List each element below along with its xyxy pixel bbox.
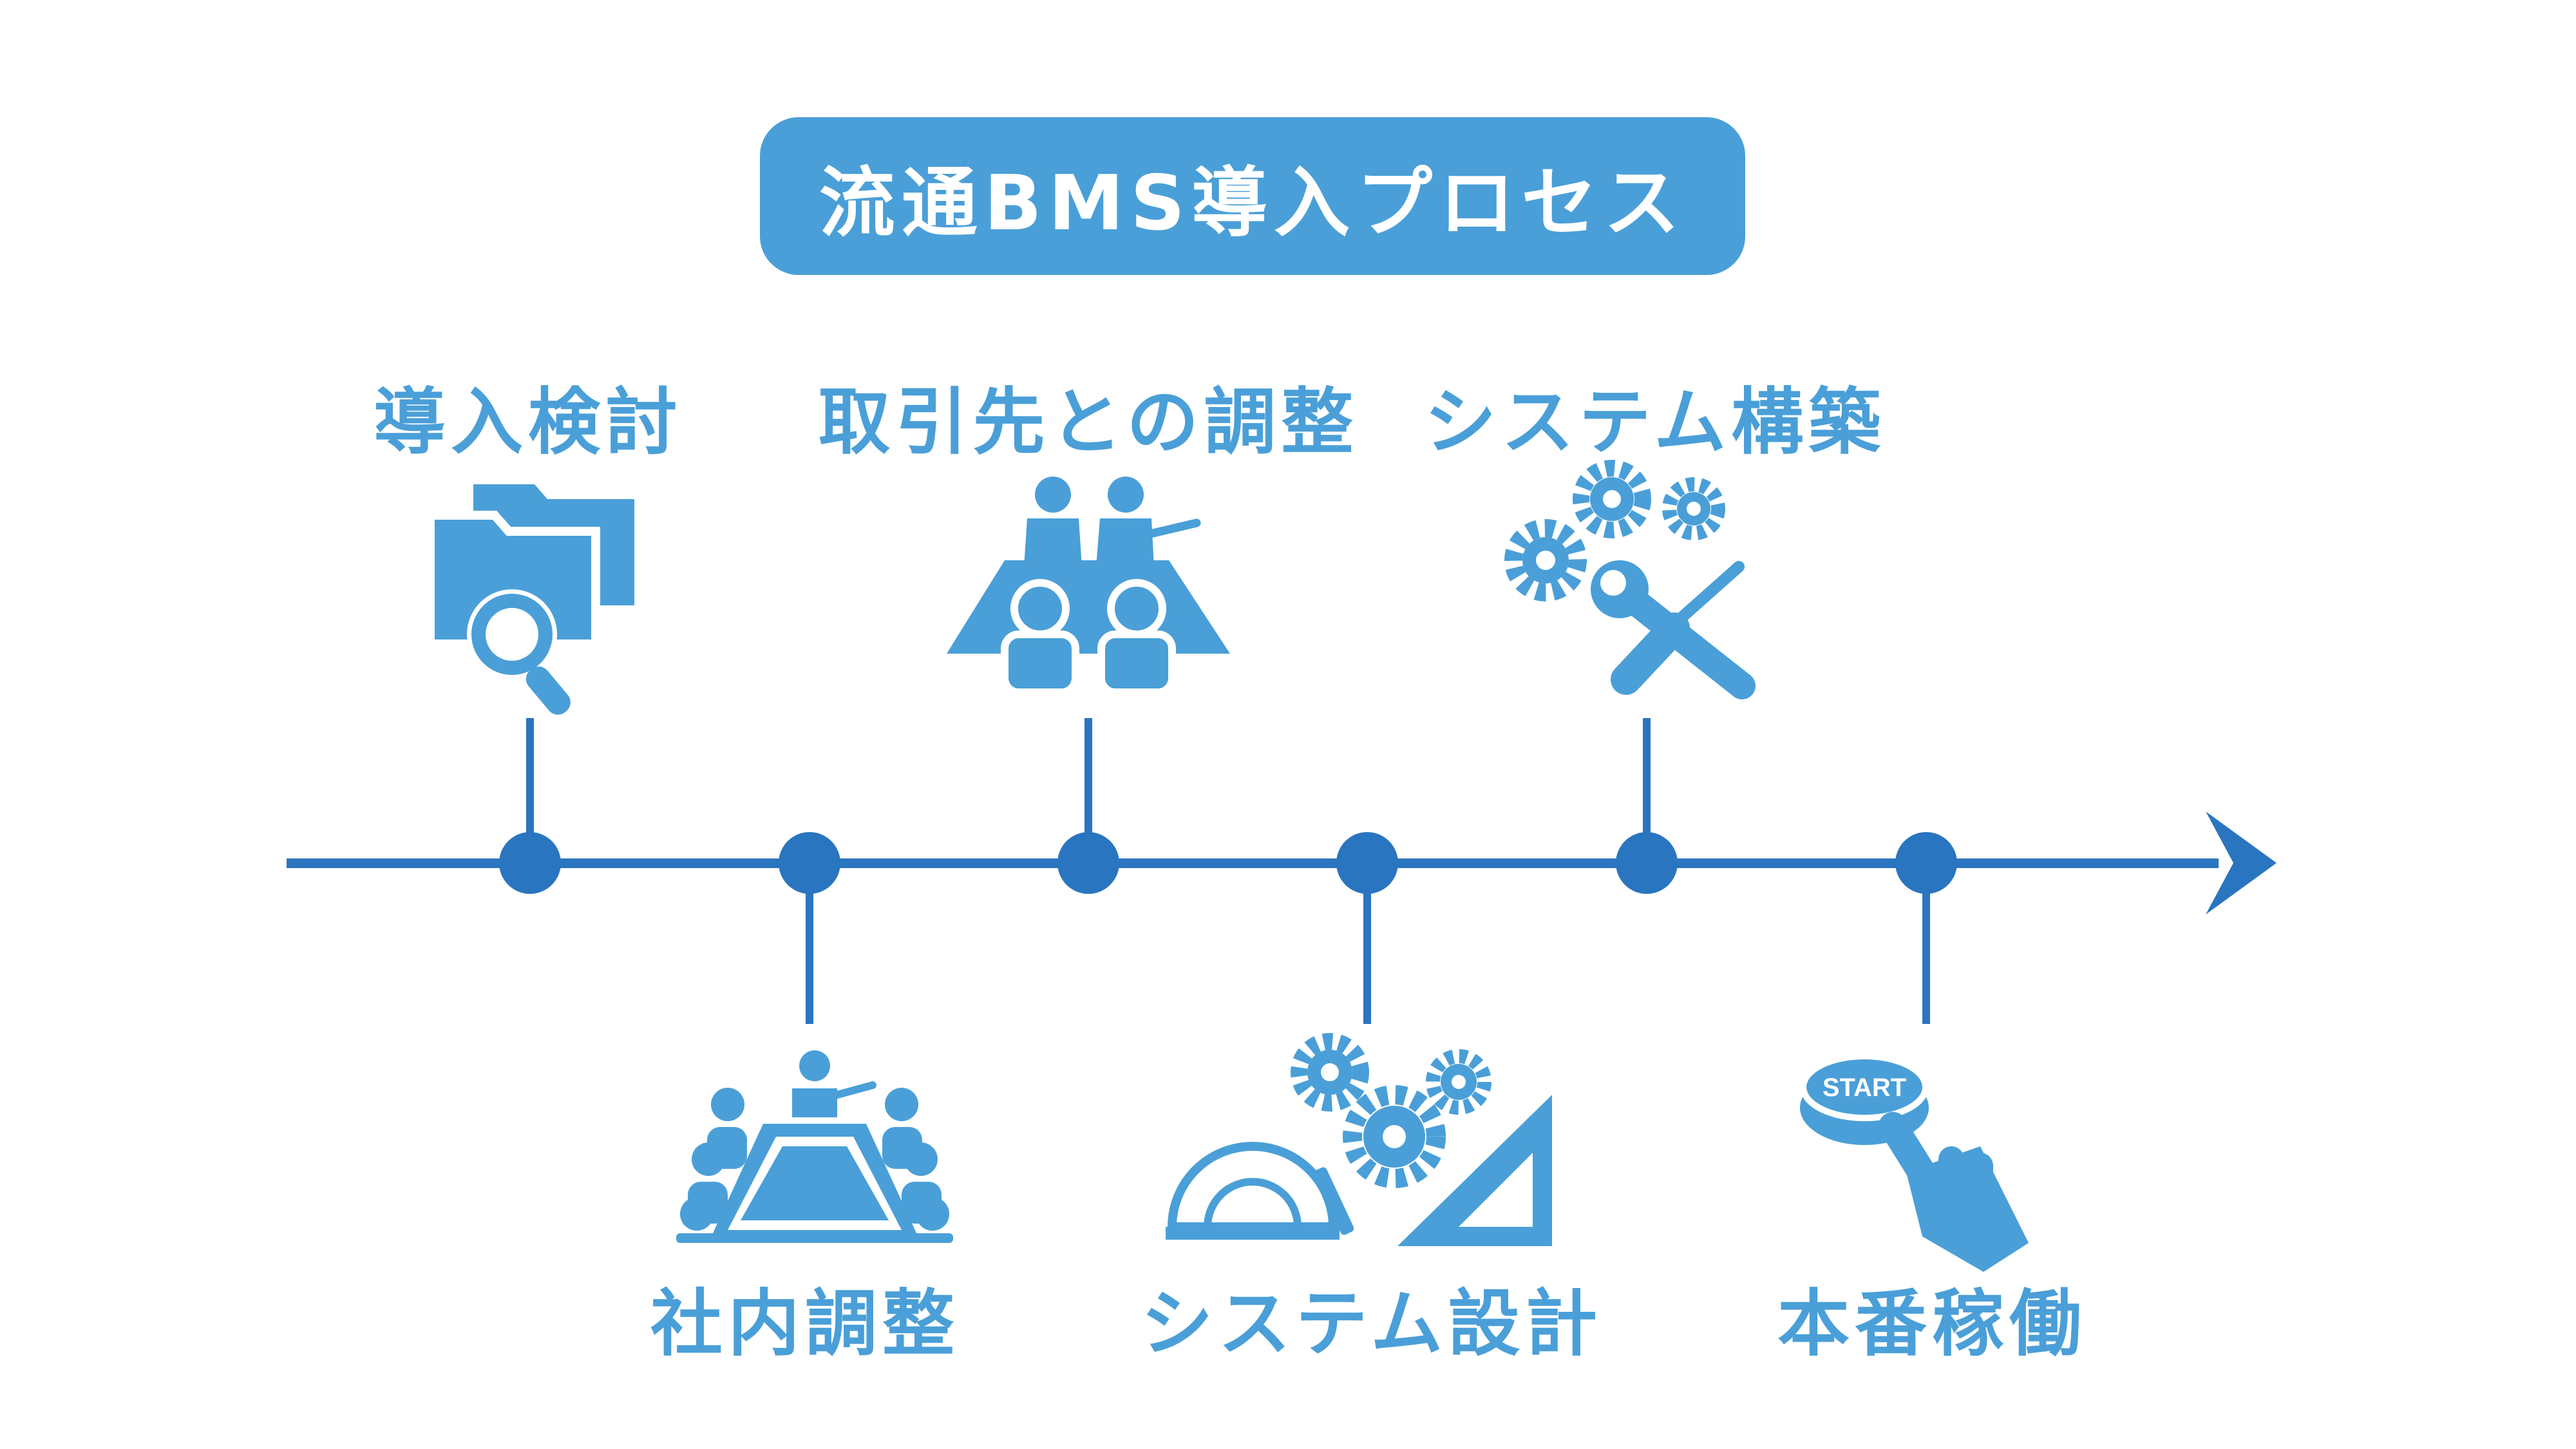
meeting-presentation-icon bbox=[676, 1050, 953, 1243]
timeline-axis bbox=[287, 811, 2277, 914]
timeline-connectors bbox=[526, 718, 1930, 1024]
step-label-2: 社内調整 bbox=[650, 1282, 960, 1366]
gears-drafting-tools-icon bbox=[1166, 1033, 1552, 1246]
diagram-title: 流通BMS導入プロセス bbox=[819, 158, 1687, 247]
timeline-arrow-icon bbox=[2206, 811, 2277, 914]
gears-wrench-screwdriver-icon bbox=[1504, 460, 1756, 699]
step-label-4: システム設計 bbox=[1141, 1282, 1603, 1366]
step-label-5: システム構築 bbox=[1424, 381, 1886, 464]
title-banner: 流通BMS導入プロセス bbox=[760, 117, 1745, 275]
business-meeting-icon bbox=[947, 477, 1230, 696]
start-button-press-icon: START bbox=[1800, 1053, 2029, 1272]
milestone-dots bbox=[499, 832, 1957, 894]
start-button-text: START bbox=[1823, 1074, 1906, 1102]
folder-search-icon bbox=[426, 484, 634, 715]
step-label-1: 導入検討 bbox=[374, 381, 683, 464]
step-label-6: 本番稼働 bbox=[1777, 1282, 2087, 1366]
step-label-3: 取引先との調整 bbox=[818, 381, 1359, 464]
